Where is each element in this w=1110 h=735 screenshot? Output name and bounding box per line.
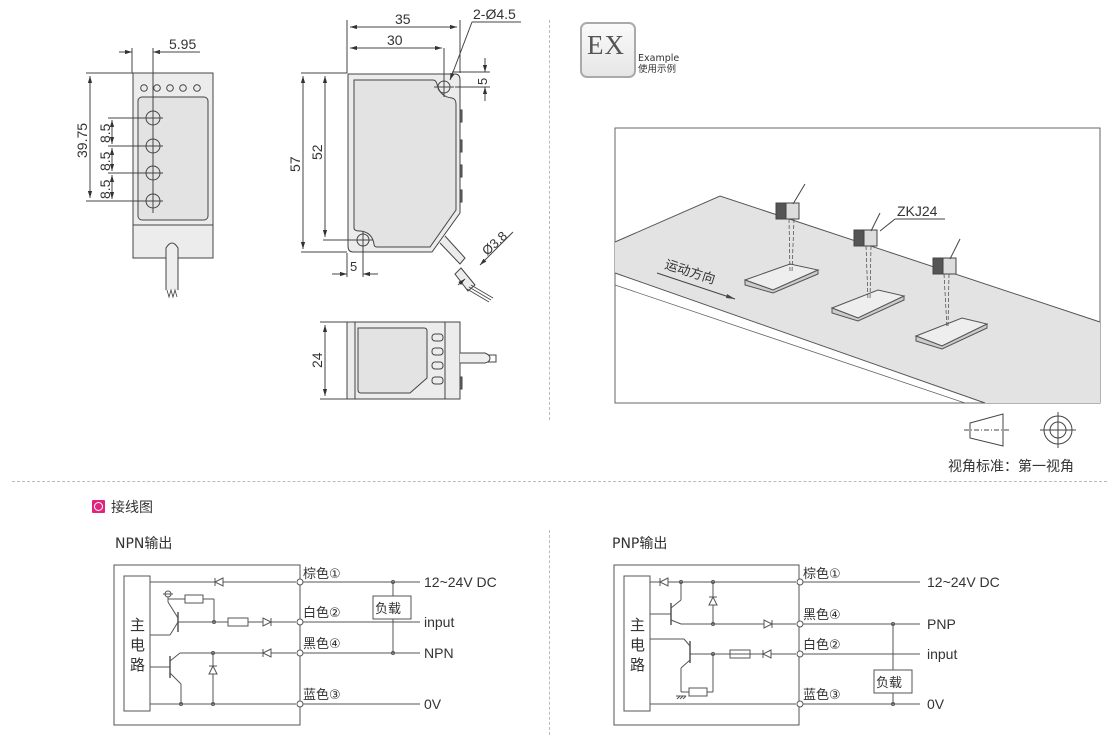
dim-width-outer: 35 [395,11,411,27]
npn-wire-2-color: 白色② [303,605,341,621]
npn-wire-4-color: 蓝色③ [303,687,341,703]
npn-wire-3-signal: NPN [424,645,454,661]
dim-spacing-3: 8.5 [97,179,113,199]
sensor-3 [932,238,961,329]
npn-wire-4-signal: 0V [424,696,442,712]
horizontal-divider [12,481,1107,482]
workpieces [743,263,989,350]
front-view [86,48,214,299]
pnp-main-circuit-1: 主 [630,616,645,634]
pnp-wire-3-color: 白色② [803,637,841,653]
sensor-units [775,183,961,329]
pnp-load: 负载 [876,676,902,691]
dim-hole-offset-top: 5 [475,78,490,85]
pnp-main-circuit-2: 电 [630,636,645,654]
npn-circuit [113,564,420,726]
dim-hole: 2-Ø4.5 [473,6,516,22]
first-angle-projection-icon [964,412,1076,448]
pnp-wire-1-signal: 12~24V DC [927,574,1000,590]
dim-total-height: 39.75 [74,123,90,158]
npn-main-circuit-3: 路 [130,656,145,674]
dim-spacing-1: 8.5 [97,123,113,143]
top-view [320,321,497,400]
section-bullet-icon [92,500,105,513]
dim-hole-offset-bottom: 5 [350,259,357,274]
dim-height-outer: 57 [287,156,303,172]
npn-main-circuit-2: 电 [130,636,145,654]
dim-spacing-2: 8.5 [97,151,113,171]
pnp-title: PNP输出 [612,536,668,552]
model-label: ZKJ24 [897,203,938,219]
pnp-wire-3-signal: input [927,646,957,662]
pnp-wire-4-color: 蓝色③ [803,687,841,703]
indicator-leds [140,84,201,92]
pnp-wire-2-signal: PNP [927,616,956,632]
pnp-circuit [613,564,920,726]
npn-title: NPN输出 [115,536,173,552]
npn-load: 负载 [375,602,401,617]
npn-main-circuit-1: 主 [130,616,145,634]
example-badge: EX [580,22,636,78]
side-view [300,20,521,303]
vertical-divider-top [549,20,550,420]
direction-arrow [656,272,736,300]
npn-wire-3-color: 黑色④ [303,636,341,652]
pnp-wire-2-color: 黑色④ [803,607,841,623]
view-standard-caption: 视角标准：第一视角 [948,459,1074,475]
example-caption-en: Example [638,53,680,64]
npn-wire-1-signal: 12~24V DC [424,574,497,590]
sensor-1 [775,183,806,273]
npn-wire-2-signal: input [424,614,454,630]
wiring-section-title: 接线图 [111,500,153,516]
npn-wire-1-color: 棕色① [303,566,341,582]
vertical-divider-bottom [549,530,550,735]
dim-width-inner: 30 [387,32,403,48]
dim-height-inner: 52 [309,144,325,160]
pnp-wire-4-signal: 0V [927,696,945,712]
example-caption-cn: 使用示例 [638,64,677,75]
pnp-main-circuit-3: 路 [630,656,645,674]
example-caption: Example 使用示例 [638,53,679,75]
dim-pitch: 5.95 [169,36,196,52]
sensor-2 [853,212,945,301]
example-badge-text: EX [587,30,625,60]
pnp-wire-1-color: 棕色① [803,566,841,582]
dim-thickness: 24 [309,352,325,368]
